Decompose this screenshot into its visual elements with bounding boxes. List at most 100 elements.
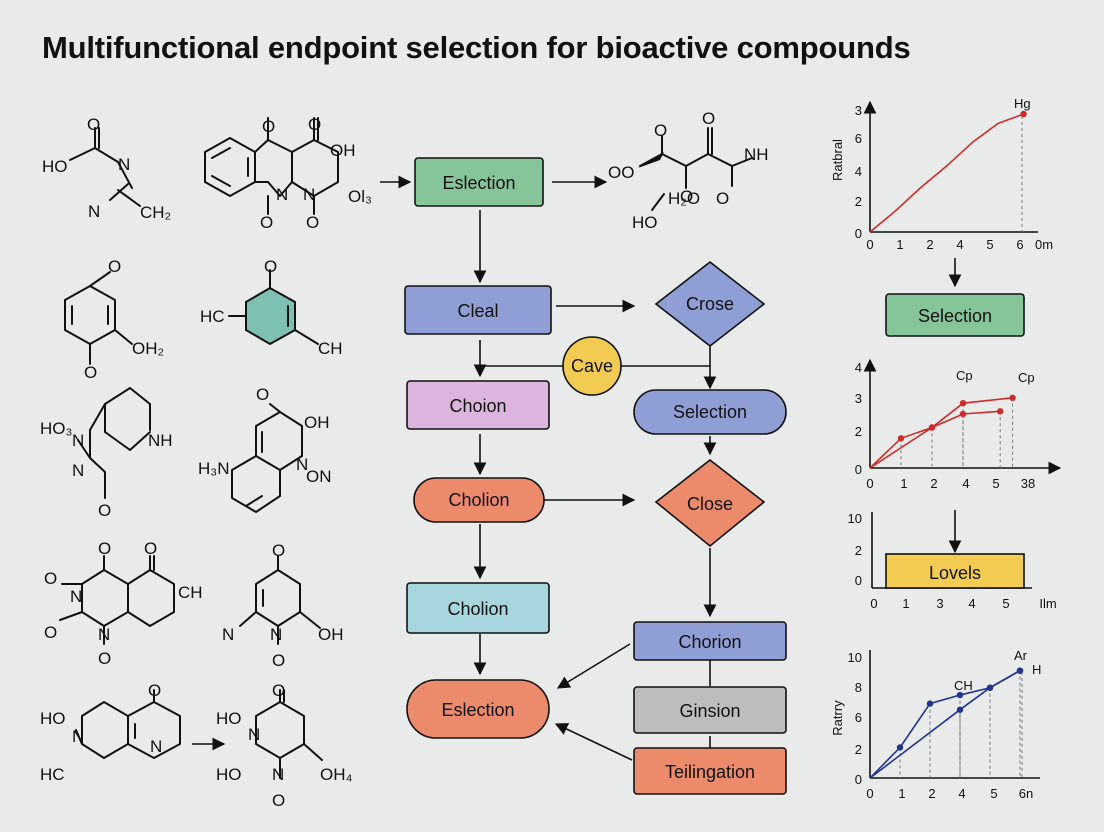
chart-3-x-tick: 4 [968, 596, 975, 611]
mol-label: H₃N [198, 459, 229, 478]
chart-4-y-tick: 0 [855, 772, 862, 787]
chart-4-y-tick: 8 [855, 680, 862, 695]
chart-2-point [928, 424, 936, 431]
chart-1-y-tick: 0 [855, 226, 862, 241]
chart-2-point [997, 408, 1004, 415]
mol-label: O [272, 791, 285, 810]
mol-label: N [72, 431, 84, 450]
chart-2-point [897, 435, 905, 442]
molecule-8: O N N OH O [222, 541, 344, 670]
chart-4-y-tick: 10 [848, 650, 862, 665]
mol-label: HO [216, 709, 242, 728]
mol-label: O [87, 115, 100, 134]
diagram-title: Multifunctional endpoint selection for b… [42, 30, 911, 65]
chart-1-x-tick: 4 [956, 237, 963, 252]
svg-text:Crose: Crose [686, 294, 734, 314]
chart-1-x-tick: 1 [896, 237, 903, 252]
mol-label: HO [42, 157, 68, 176]
svg-text:Teilingation: Teilingation [665, 762, 755, 782]
mol-label: N [296, 455, 308, 474]
mol-label: O [98, 501, 111, 520]
mol-label: O [272, 681, 285, 700]
svg-text:Chorion: Chorion [678, 632, 741, 652]
chart-2-x-tick: 2 [930, 476, 937, 491]
chart-2-series-line [869, 410, 1001, 469]
svg-text:Selection: Selection [673, 402, 747, 422]
chart-2-annotation: Cp [1018, 370, 1035, 385]
chart-4-annotation: Ar [1014, 648, 1028, 663]
chart-4-x-tick: 1 [898, 786, 905, 801]
mol-label: Ol₃ [348, 187, 372, 206]
flow-node-ginsion: Ginsion [633, 686, 787, 734]
mol-label: N [222, 625, 234, 644]
chart-1-xlabel: 0m [1035, 237, 1053, 252]
chart-4-series-line [869, 669, 1021, 779]
mol-label: OH₄ [320, 765, 353, 784]
mol-label: O [308, 115, 321, 134]
mol-label: HO [632, 213, 658, 232]
mol-label: O [654, 121, 667, 140]
mol-label: O [264, 257, 277, 276]
chart-3-x-tick: 5 [1002, 596, 1009, 611]
chart-4-ylabel: Ratrry [830, 700, 845, 736]
flow-node-cholion-1: Cholion [413, 477, 545, 523]
mol-label: N [98, 625, 110, 644]
svg-text:Eslection: Eslection [441, 700, 514, 720]
mol-label: ON [306, 467, 332, 486]
mol-label: OH [318, 625, 344, 644]
levels-bar [885, 553, 1025, 589]
chart-4-annotation: CH [954, 678, 973, 693]
flow-node-teilingation: Teilingation [633, 747, 787, 795]
mol-label: O [44, 623, 57, 642]
svg-text:Cholion: Cholion [447, 599, 508, 619]
flow-node-cleal: Cleal [404, 285, 552, 335]
svg-text:Ginsion: Ginsion [679, 701, 740, 721]
svg-text:Cholion: Cholion [448, 490, 509, 510]
mol-label: N [303, 185, 315, 204]
mol-label: N [118, 155, 130, 174]
chart-1-x-tick: 6 [1016, 237, 1023, 252]
mol-label: NH [148, 431, 173, 450]
mol-label: O [148, 681, 161, 700]
chart-3-y-tick: 2 [855, 543, 862, 558]
svg-text:Close: Close [687, 494, 733, 514]
chart-2-x-tick: 4 [962, 476, 969, 491]
chart-4-x-tick: 4 [958, 786, 965, 801]
chart-1-series-line [869, 113, 1024, 233]
mol-label: O [260, 213, 273, 232]
mol-label: HO₃ [40, 419, 72, 438]
mol-label: N [272, 765, 284, 784]
mol-label: HC [200, 307, 225, 326]
mol-label: O [44, 569, 57, 588]
chart-2-point [1009, 394, 1016, 401]
chart-4-point [926, 700, 934, 707]
mol-label: O [272, 541, 285, 560]
flow-node-close: Close [654, 458, 766, 548]
molecule-2: O O OH N N O O Ol₃ [204, 115, 372, 232]
mol-label: N [276, 185, 288, 204]
molecule-3: O O OH₂ [64, 257, 164, 382]
mol-label: HO [216, 765, 242, 784]
chart-4-point [986, 684, 994, 691]
chart-2-y-tick: 2 [855, 424, 862, 439]
chart-2-y-tick: 0 [855, 462, 862, 477]
chart-3-y-tick: 0 [855, 573, 862, 588]
chart-4-y-tick: 2 [855, 742, 862, 757]
chart-1-y-tick: 2 [855, 194, 862, 209]
mol-label: O [262, 117, 275, 136]
mol-label: CH₂ [140, 203, 171, 222]
mol-label: N [150, 737, 162, 756]
mol-label: H₂O [668, 189, 700, 208]
chart-1-y-tick: 4 [855, 164, 862, 179]
chart-4-annotation: H [1032, 662, 1041, 677]
mol-label: N [72, 461, 84, 480]
chart-1-x-tick: 5 [986, 237, 993, 252]
chart-2-y-tick: 3 [855, 391, 862, 406]
mol-label: OH₂ [132, 339, 164, 358]
molecule-1: O HO N N CH₂ [42, 115, 171, 222]
